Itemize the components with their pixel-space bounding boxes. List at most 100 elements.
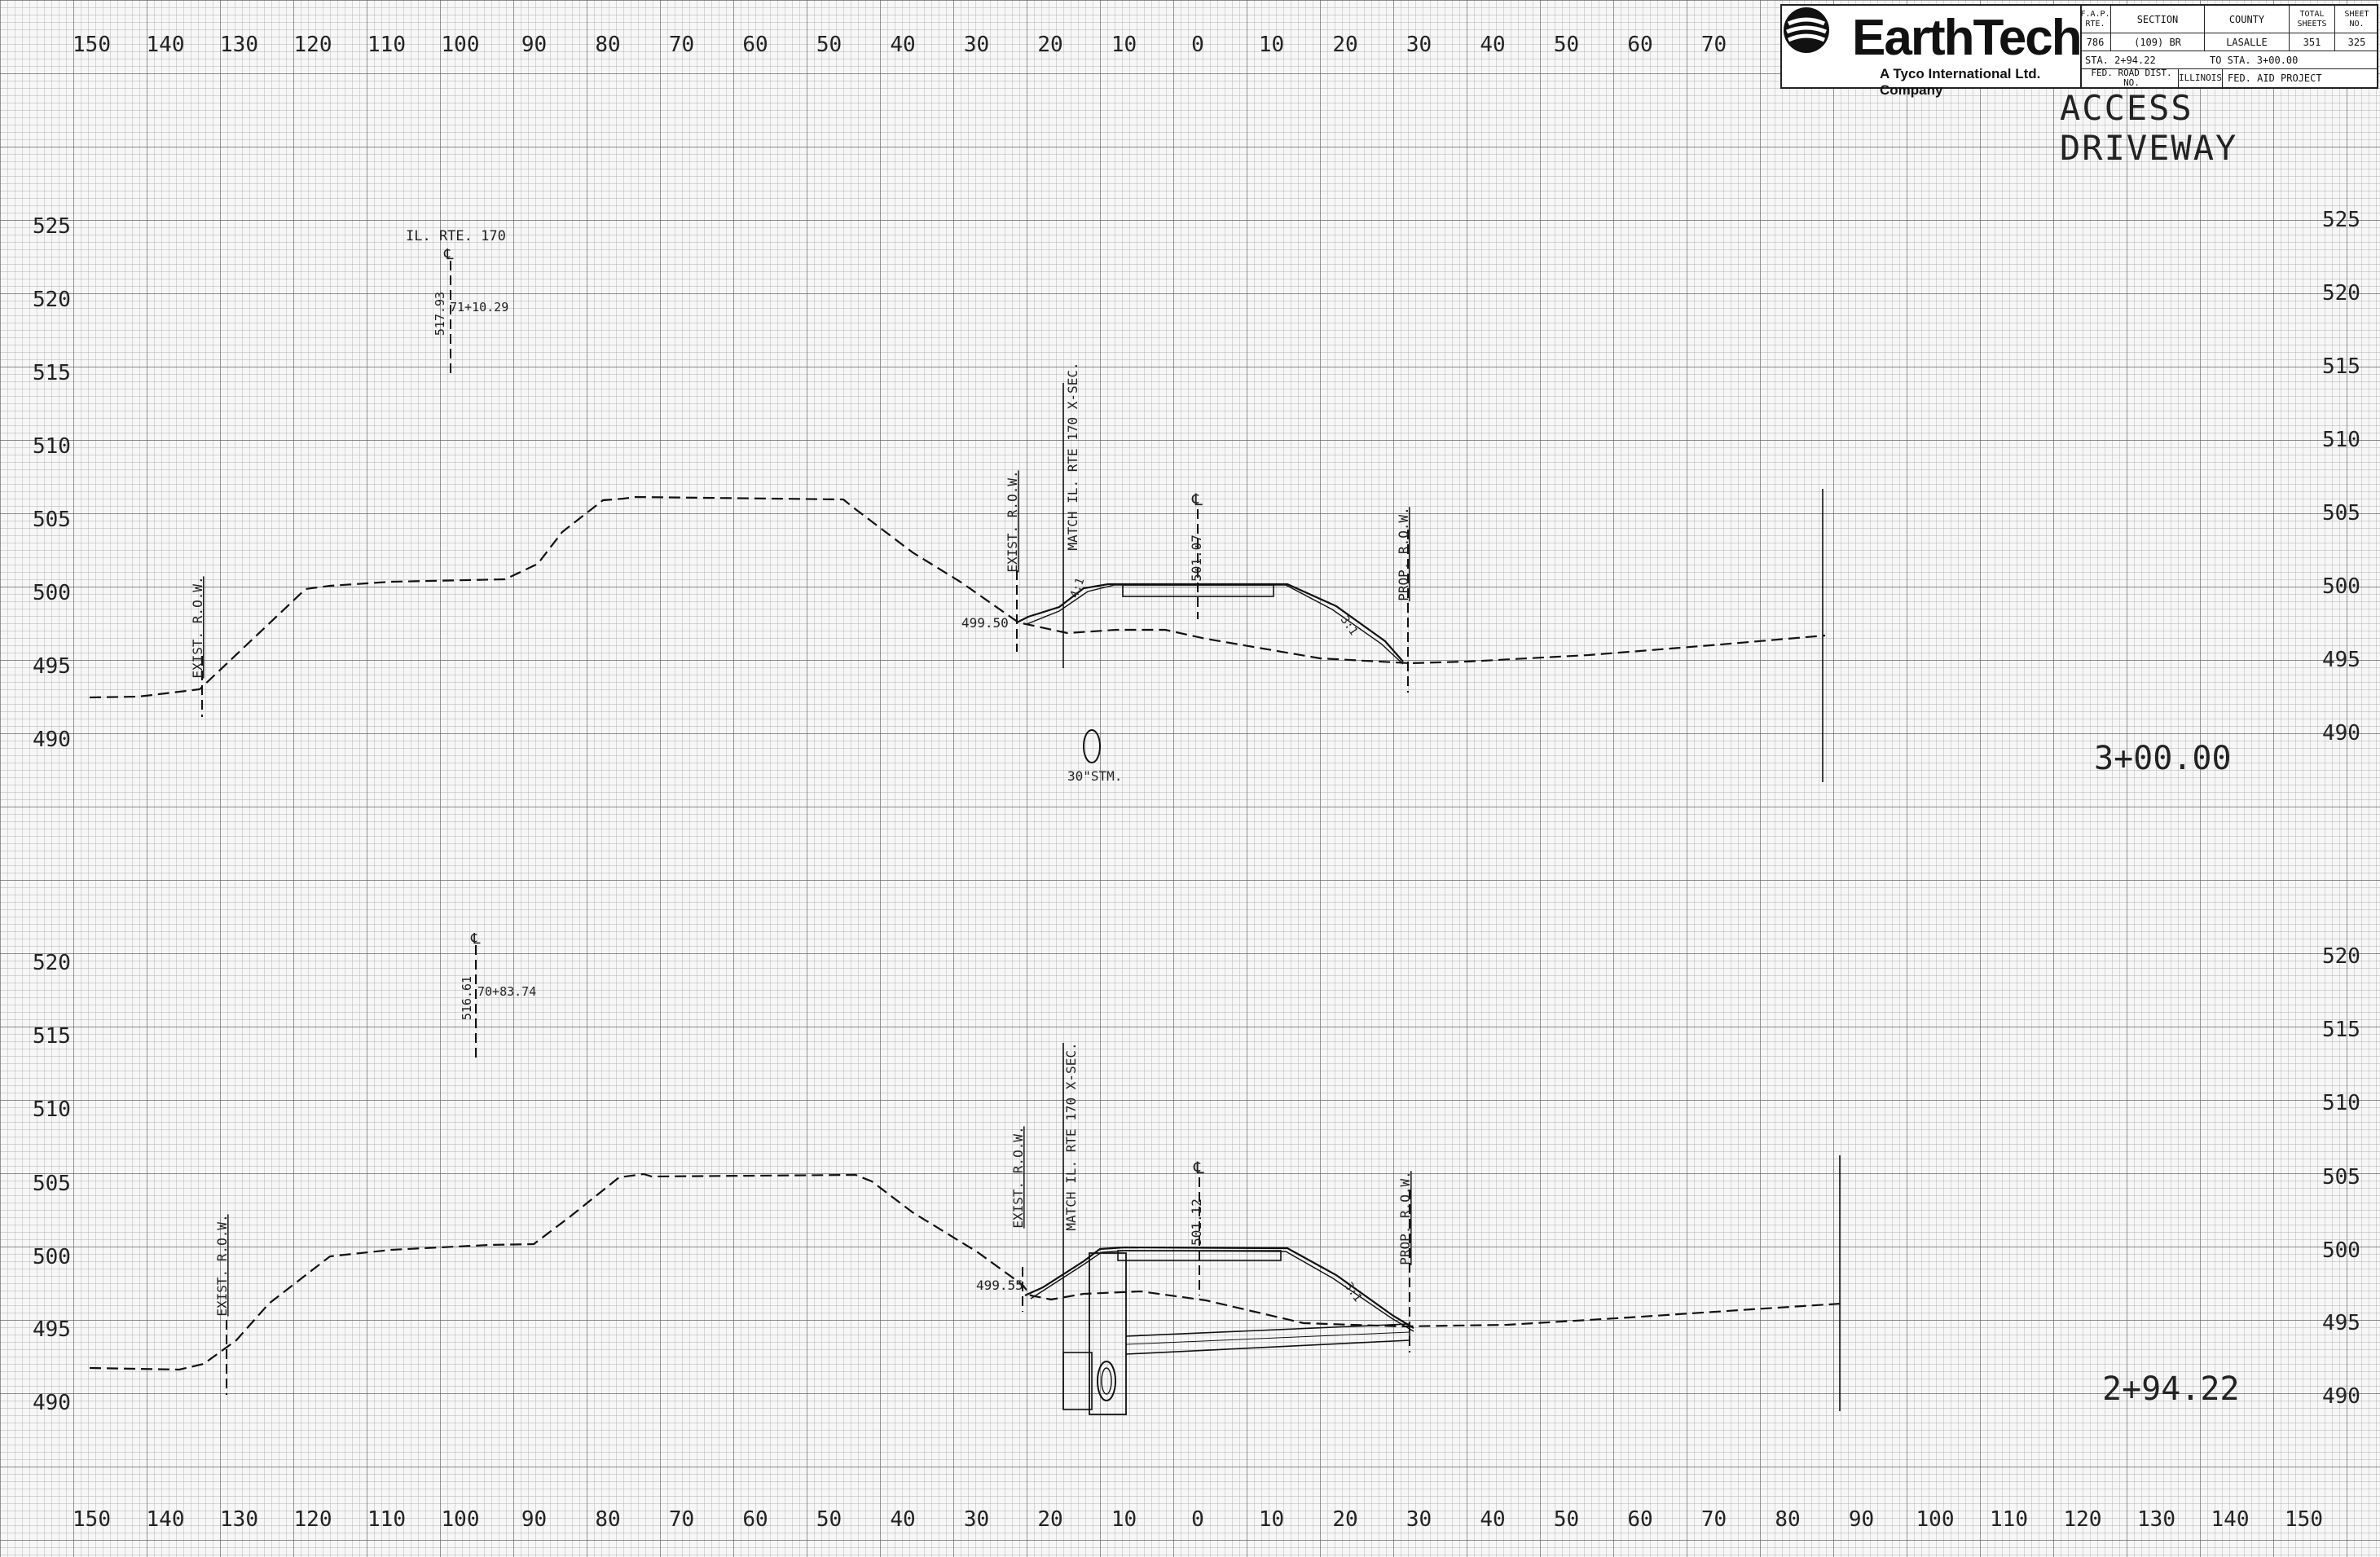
offset-tick-label-bottom: 110 (1990, 1507, 2028, 1532)
offset-tick-label-top: 60 (742, 33, 768, 57)
offset-tick-label-top: 100 (442, 33, 480, 57)
centerline-elevation: 501.07 (1189, 534, 1204, 582)
offset-tick-label-bottom: 80 (1775, 1507, 1800, 1532)
offset-tick-label-top: 110 (367, 33, 406, 57)
station-from: STA. 2+94.22 (2080, 51, 2205, 69)
route-elevation: 517.93 (433, 292, 447, 336)
elevation-label-left: 505 (33, 508, 71, 532)
storm-pipe-end-inner (1101, 1367, 1112, 1395)
station-label-top: 3+00.00 (2094, 740, 2232, 777)
storm-pipe-30in (1083, 729, 1101, 763)
centerline-symbol: ℄ (1193, 1158, 1204, 1177)
elevation-label-left: 520 (33, 951, 71, 975)
elevation-label-right: 525 (2322, 208, 2360, 232)
elevation-label-right: 500 (2322, 574, 2360, 599)
offset-tick-label-bottom: 30 (1406, 1507, 1432, 1532)
exist-row-label-left: EXIST. R.O.W. (190, 576, 205, 678)
offset-tick-label-top: 40 (1480, 33, 1505, 57)
elevation-label-right: 495 (2322, 1311, 2360, 1335)
offset-tick-label-bottom: 110 (367, 1507, 406, 1532)
elevation-label-right: 520 (2322, 281, 2360, 306)
hdr-section: SECTION (2111, 6, 2205, 33)
exist-row-label-left: EXIST. R.O.W. (214, 1214, 230, 1316)
elevation-label-right: 505 (2322, 1165, 2360, 1190)
offset-tick-label-top: 30 (1406, 33, 1432, 57)
elevation-label-right: 515 (2322, 354, 2360, 379)
earthtech-logo-icon (1784, 7, 1829, 53)
elevation-label-left: 515 (33, 361, 71, 385)
elevation-label-left: 520 (33, 288, 71, 312)
headwall (1089, 1252, 1127, 1415)
low-point-elevation: 499.50 (961, 615, 1009, 631)
offset-tick-label-bottom: 120 (2064, 1507, 2102, 1532)
offset-tick-label-bottom: 20 (1332, 1507, 1357, 1532)
route-station: 70+83.74 (477, 984, 536, 999)
offset-tick-label-bottom: 60 (1627, 1507, 1652, 1532)
offset-tick-label-top: 60 (1627, 33, 1652, 57)
offset-tick-label-bottom: 50 (1554, 1507, 1579, 1532)
route-centerline-symbol: ℄ (443, 246, 454, 263)
elevation-label-left: 490 (33, 1391, 71, 1415)
offset-tick-label-bottom: 100 (442, 1507, 480, 1532)
val-section: (109) BR (2111, 33, 2205, 51)
exist-row-label-right: EXIST. R.O.W. (1010, 1126, 1026, 1228)
offset-tick-label-bottom: 50 (816, 1507, 842, 1532)
elevation-label-left: 500 (33, 581, 71, 605)
elevation-label-right: 490 (2322, 1384, 2360, 1409)
prop-row-label: PROP. R.O.W. (1396, 507, 1411, 601)
offset-tick-label-top: 70 (1701, 33, 1727, 57)
pipe-label: 30"STM. (1067, 768, 1122, 784)
company-logo: EarthTech A Tyco International Ltd. Comp… (1782, 6, 2083, 98)
elevation-label-left: 505 (33, 1172, 71, 1196)
offset-tick-label-bottom: 10 (1111, 1507, 1137, 1532)
offset-tick-label-bottom: 130 (220, 1507, 258, 1532)
elevation-label-right: 515 (2322, 1018, 2360, 1042)
offset-tick-label-bottom: 120 (294, 1507, 332, 1532)
offset-tick-label-bottom: 10 (1259, 1507, 1284, 1532)
storm-pipe-end (1097, 1361, 1116, 1401)
centerline-symbol: ℄ (1191, 490, 1203, 509)
offset-tick-label-top: 140 (147, 33, 185, 57)
title-block: EarthTech A Tyco International Ltd. Comp… (1780, 4, 2378, 98)
title-block-table: F.A.P. RTE. SECTION COUNTY TOTAL SHEETS … (2080, 6, 2378, 88)
val-total-sheets: 351 (2290, 33, 2335, 51)
offset-tick-label-top: 70 (669, 33, 694, 57)
station-label-bottom: 2+94.22 (2102, 1370, 2240, 1408)
offset-tick-label-top: 150 (73, 33, 111, 57)
company-subtitle: A Tyco International Ltd. Company (1880, 66, 2041, 98)
sheet-title: ACCESS DRIVEWAY (2060, 88, 2238, 168)
offset-tick-label-top: 40 (890, 33, 915, 57)
match-label: MATCH IL. RTE 170 X-SEC. (1063, 1042, 1079, 1230)
hdr-sheet-no: SHEET NO. (2335, 6, 2378, 33)
low-point-elevation: 499.55 (976, 1278, 1023, 1293)
hdr-fap-rte: F.A.P. RTE. (2080, 6, 2111, 33)
offset-tick-label-top: 10 (1259, 33, 1284, 57)
centerline-elevation: 501.12 (1189, 1199, 1204, 1246)
fed-aid-project: FED. AID PROJECT (2228, 73, 2322, 84)
elevation-label-left: 510 (33, 1097, 71, 1122)
val-fap-rte: 786 (2080, 33, 2111, 51)
offset-tick-label-bottom: 140 (2211, 1507, 2250, 1532)
elevation-label-right: 490 (2322, 721, 2360, 746)
route-label: IL. RTE. 170 (406, 228, 506, 244)
offset-tick-label-top: 90 (521, 33, 547, 57)
offset-tick-label-bottom: 140 (147, 1507, 185, 1532)
offset-tick-label-top: 10 (1111, 33, 1137, 57)
elevation-label-right: 510 (2322, 1091, 2360, 1115)
elevation-label-left: 525 (33, 214, 71, 239)
offset-tick-label-top: 50 (1554, 33, 1579, 57)
offset-tick-label-bottom: 100 (1916, 1507, 1955, 1532)
offset-tick-label-top: 80 (595, 33, 620, 57)
elevation-label-left: 515 (33, 1024, 71, 1049)
existing-ground-line (89, 495, 1826, 699)
route-centerline-symbol: ℄ (470, 930, 481, 948)
elevation-label-left: 490 (33, 728, 71, 752)
elevation-label-right: 510 (2322, 428, 2360, 452)
offset-tick-label-bottom: 70 (669, 1507, 694, 1532)
offset-tick-label-bottom: 40 (1480, 1507, 1505, 1532)
offset-tick-label-bottom: 0 (1191, 1507, 1204, 1532)
val-county: LASALLE (2205, 33, 2290, 51)
station-to: TO STA. 3+00.00 (2205, 51, 2378, 69)
